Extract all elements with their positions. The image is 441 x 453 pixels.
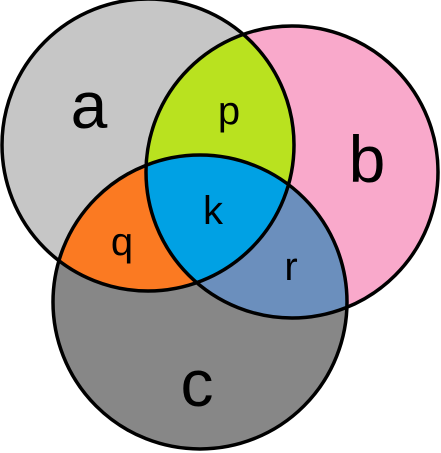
label-c: c xyxy=(181,346,214,420)
label-a: a xyxy=(71,68,108,142)
label-p: p xyxy=(218,89,240,133)
label-b: b xyxy=(349,122,386,196)
label-r: r xyxy=(284,245,297,289)
set-b-outline xyxy=(144,24,440,320)
set-c-outline xyxy=(51,153,349,451)
label-q: q xyxy=(111,220,133,264)
set-a-outline xyxy=(0,0,296,293)
label-k: k xyxy=(203,189,224,233)
